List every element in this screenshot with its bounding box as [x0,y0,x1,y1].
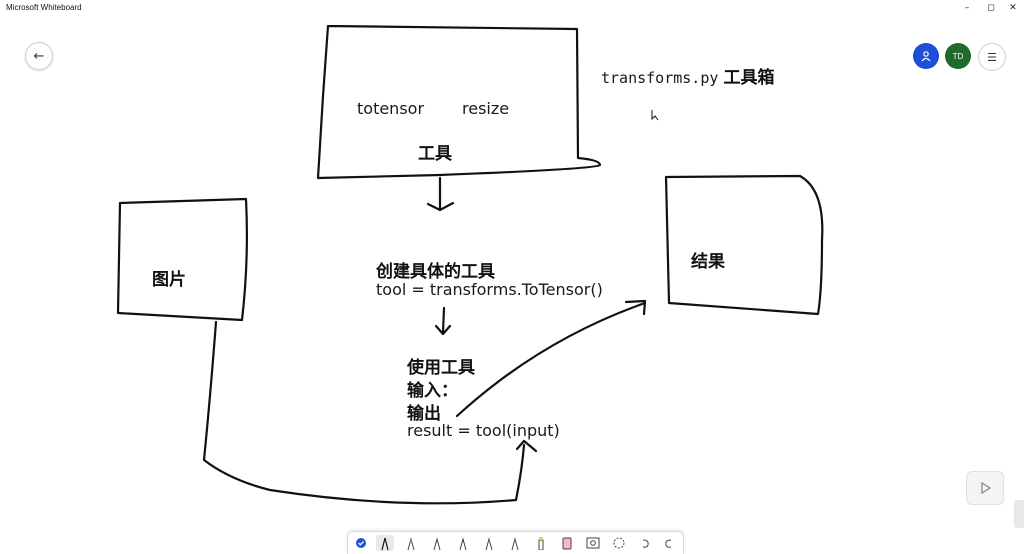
transforms-note: transforms.py 工具箱 [601,63,775,88]
back-button[interactable]: ← [25,42,53,70]
result-label: 结果 [691,252,725,272]
minimize-button[interactable]: – [964,3,970,13]
undo-icon[interactable] [636,535,654,551]
play-icon [981,481,992,495]
side-panel-handle[interactable] [1014,500,1024,528]
play-button[interactable] [966,471,1004,505]
share-person-button[interactable] [913,43,939,69]
close-button[interactable]: ✕ [1009,3,1017,13]
menu-button[interactable]: ☰ [978,43,1006,71]
create-tool-code: tool = transforms.ToTensor() [376,280,603,299]
result-box-outline [664,174,824,316]
resize-text: resize [462,99,510,118]
title-bar: Microsoft Whiteboard – ◻ ✕ [0,0,1024,16]
arrow-down-1 [426,176,455,212]
tools-box-outline [316,24,602,180]
tools-label: 工具 [418,144,452,164]
totensor-text: totensor [357,99,425,118]
pen-teal-icon[interactable] [506,535,524,551]
pen-orange-icon[interactable] [402,535,420,551]
pen-navy-icon[interactable] [454,535,472,551]
transforms-code: transforms.py [601,69,719,87]
toolbox-label: 工具箱 [723,68,775,88]
arrowhead-use [515,439,538,453]
arrow-to-result [455,301,647,418]
highlighter-icon[interactable] [532,535,550,551]
ink-toolbar [347,531,684,554]
user-avatar[interactable]: TD [945,43,971,69]
pen-blue-icon[interactable] [428,535,446,551]
redo-icon[interactable] [660,535,678,551]
pen-black-icon[interactable] [376,535,394,551]
arrowhead-result [624,299,647,316]
curve-image-to-use [202,320,526,505]
maximize-button[interactable]: ◻ [987,3,995,13]
create-tool-label: 创建具体的工具 [376,262,495,282]
avatar-initials: TD [952,51,964,61]
back-arrow-icon: ← [33,48,45,64]
use-tool-label: 使用工具 [407,358,475,378]
person-icon [921,51,931,62]
output-label: 输出 [407,404,441,424]
pen-brown-icon[interactable] [480,535,498,551]
window-title: Microsoft Whiteboard [6,3,82,12]
image-icon[interactable] [584,535,602,551]
image-label: 图片 [152,270,186,290]
use-tool-code: result = tool(input) [407,421,560,440]
arrow-down-2 [434,306,452,336]
cursor-icon [651,110,659,121]
hamburger-menu-icon: ☰ [987,50,997,64]
input-label: 输入： [407,381,458,401]
select-check-icon[interactable] [352,535,370,551]
image-box-outline [116,197,248,322]
lasso-icon[interactable] [610,535,628,551]
